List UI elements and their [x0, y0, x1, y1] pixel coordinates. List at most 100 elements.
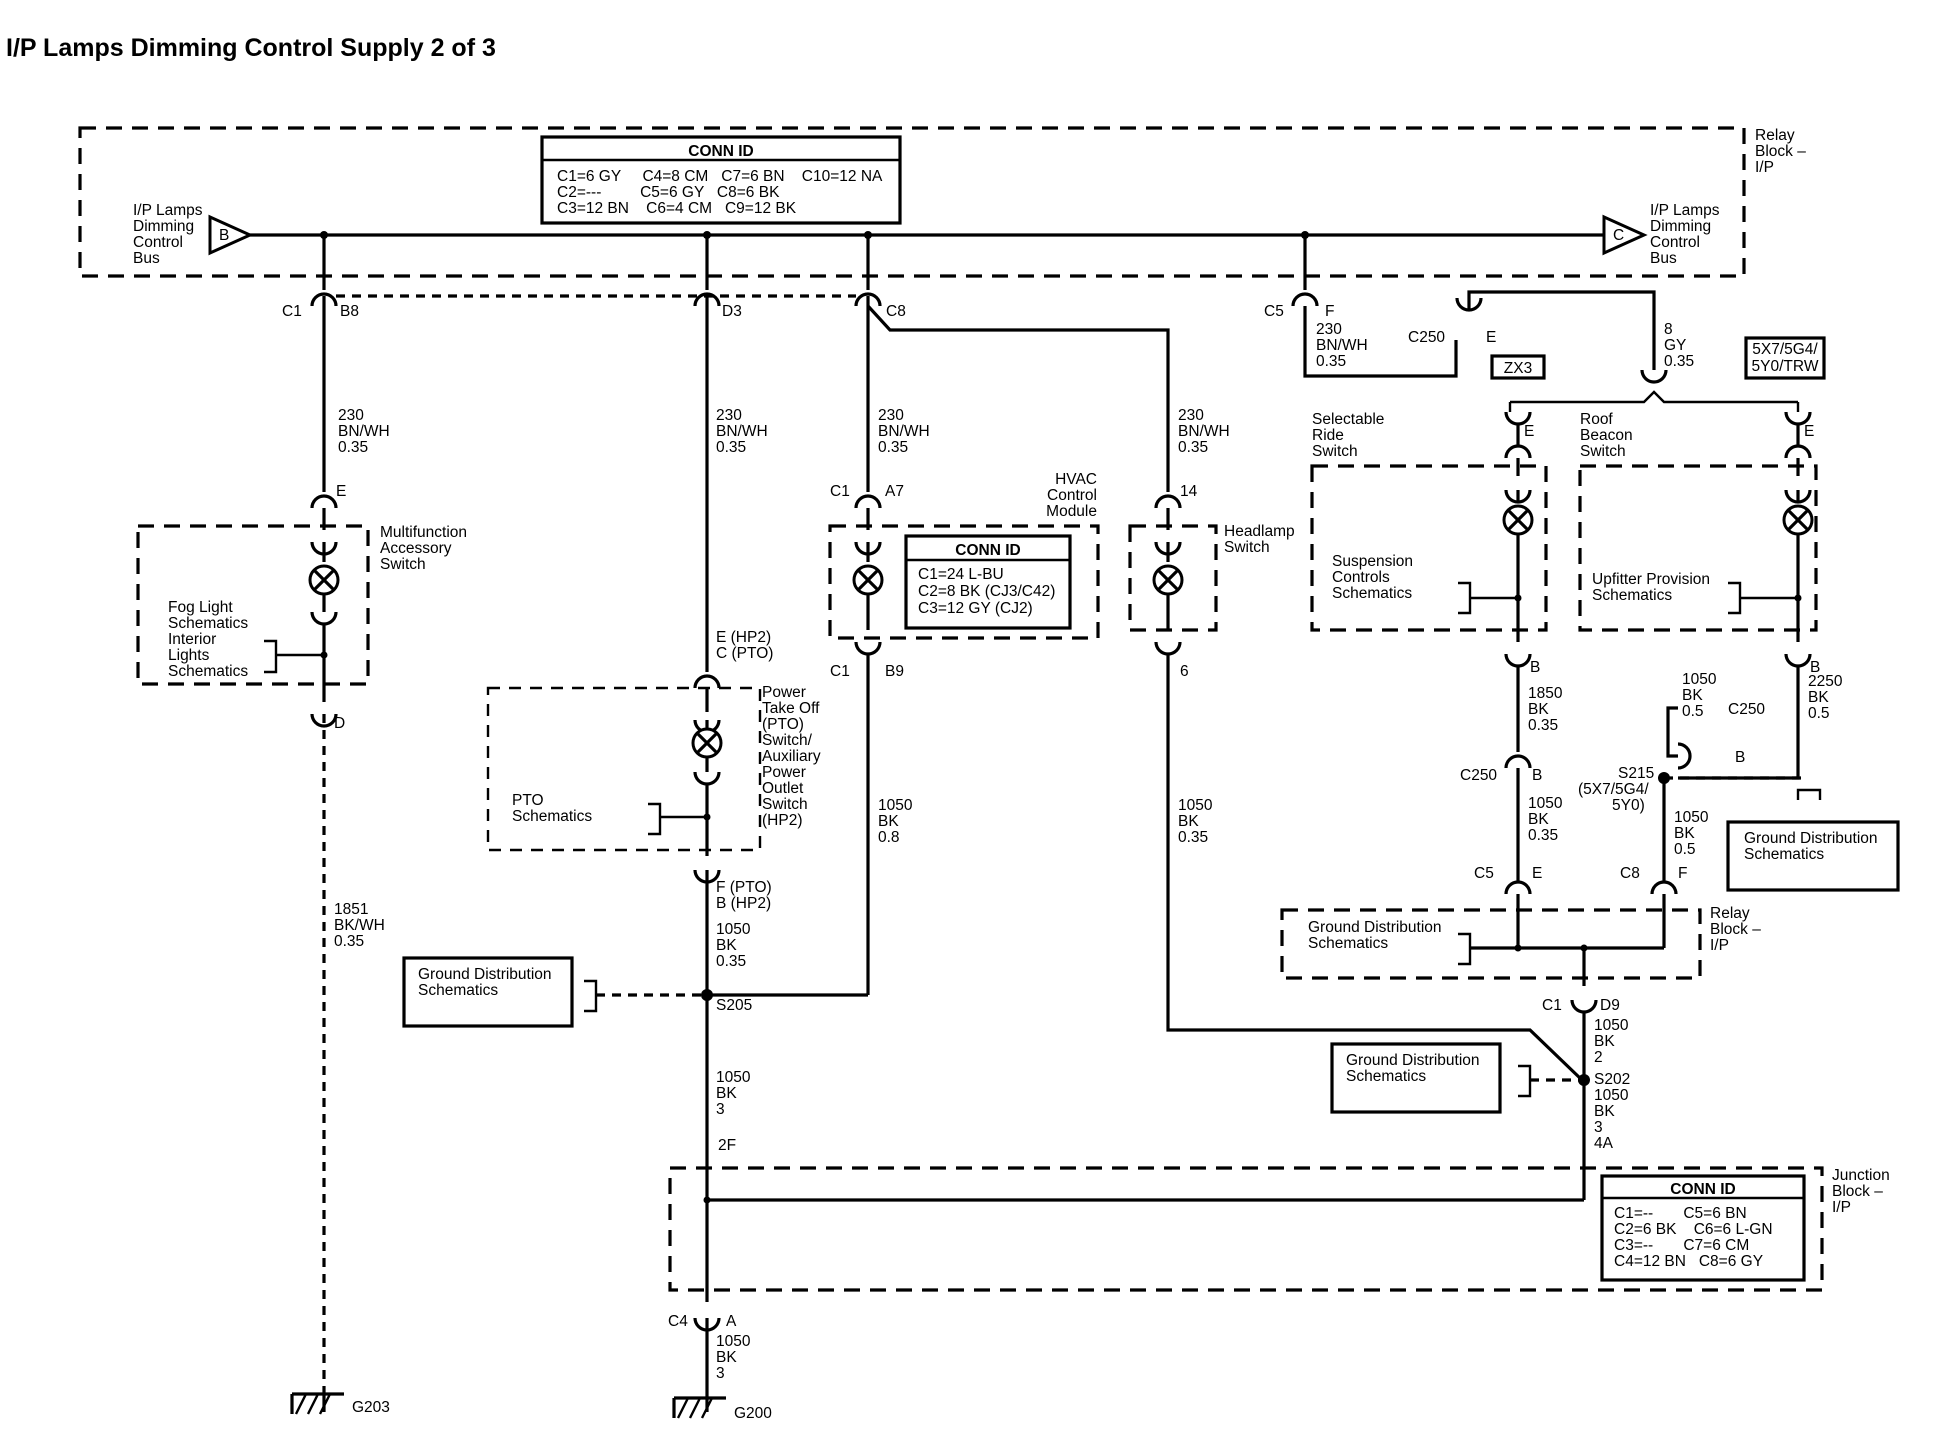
svg-text:B8: B8	[340, 303, 359, 320]
svg-text:BK: BK	[1594, 1103, 1615, 1120]
svg-text:Schematics: Schematics	[1346, 1068, 1426, 1085]
svg-text:B9: B9	[885, 663, 904, 680]
svg-text:Ground Distribution: Ground Distribution	[418, 966, 552, 983]
svg-text:Ground Distribution: Ground Distribution	[1346, 1052, 1480, 1069]
svg-text:1851: 1851	[334, 901, 368, 918]
svg-text:Schematics: Schematics	[418, 982, 498, 999]
svg-text:F (PTO): F (PTO)	[716, 879, 772, 896]
pto-switch: Power Take Off (PTO) Switch/ Auxiliary P…	[486, 684, 821, 852]
splice-labels: S205 S202 S215 (5X7/5G4/ 5Y0)	[716, 765, 1654, 1088]
svg-text:0.35: 0.35	[338, 439, 368, 456]
option-roof-line-2: 5Y0/TRW	[1752, 358, 1819, 375]
svg-text:Junction: Junction	[1832, 1167, 1890, 1184]
svg-text:Module: Module	[1046, 503, 1097, 520]
svg-text:Selectable: Selectable	[1312, 411, 1384, 428]
svg-text:Power: Power	[762, 684, 806, 701]
svg-text:0.35: 0.35	[1178, 439, 1208, 456]
svg-text:Switch: Switch	[1224, 539, 1270, 556]
pin-e-selectable: E	[1524, 423, 1534, 440]
svg-text:4A: 4A	[1594, 1135, 1614, 1152]
svg-text:14: 14	[1180, 483, 1198, 500]
svg-text:0.35: 0.35	[1316, 353, 1346, 370]
svg-text:0.5: 0.5	[1808, 705, 1830, 722]
svg-text:1050: 1050	[1528, 795, 1563, 812]
ground-g200-label: G200	[734, 1405, 772, 1422]
relay-block-label-3: I/P	[1755, 159, 1774, 176]
svg-text:1050: 1050	[716, 921, 751, 938]
svg-text:(HP2): (HP2)	[762, 812, 802, 829]
bus-left-label-3: Control	[133, 234, 183, 251]
svg-text:Control: Control	[1047, 487, 1097, 504]
svg-text:1850: 1850	[1528, 685, 1563, 702]
relay-block: Relay Block – I/P CONN ID C1=6 GY C4=8 C…	[78, 126, 1806, 290]
svg-text:3: 3	[1594, 1119, 1603, 1136]
relay-conn-id-row-2: C2=--- C5=6 GY C8=6 BK	[557, 184, 780, 201]
page-title: I/P Lamps Dimming Control Supply 2 of 3	[6, 34, 496, 62]
svg-text:C250: C250	[1460, 767, 1497, 784]
pto-schematics-label: PTO	[512, 792, 544, 809]
bus-left-label-1: I/P Lamps	[133, 202, 203, 219]
svg-text:I/P: I/P	[1832, 1199, 1851, 1216]
ground-g203-label: G203	[352, 1399, 390, 1416]
bus-right-label-4: Bus	[1650, 250, 1677, 267]
svg-text:C2=6 BK C6=6 L-GN: C2=6 BK C6=6 L-GN	[1614, 1221, 1773, 1238]
svg-text:Schematics: Schematics	[1744, 846, 1824, 863]
svg-text:Lights: Lights	[168, 647, 210, 664]
svg-text:Ground Distribution: Ground Distribution	[1744, 830, 1878, 847]
svg-text:C1: C1	[282, 303, 302, 320]
svg-text:1050: 1050	[878, 797, 913, 814]
svg-text:0.5: 0.5	[1674, 841, 1696, 858]
bus-right-label-3: Control	[1650, 234, 1700, 251]
bus-left-label-4: Bus	[133, 250, 160, 267]
pin-c1-d9: C1	[1542, 997, 1562, 1014]
svg-text:BK: BK	[716, 937, 737, 954]
junction-block: Junction Block – I/P CONN ID C1=-- C5=6 …	[668, 1166, 1890, 1292]
svg-text:HVAC: HVAC	[1055, 471, 1097, 488]
svg-text:8: 8	[1664, 321, 1673, 338]
svg-text:CONN ID: CONN ID	[1670, 1181, 1735, 1198]
svg-text:A: A	[726, 1313, 737, 1330]
svg-text:0.35: 0.35	[878, 439, 908, 456]
svg-text:1050: 1050	[1594, 1087, 1629, 1104]
svg-text:Switch: Switch	[380, 556, 426, 573]
svg-text:0.35: 0.35	[1528, 717, 1558, 734]
option-zx3: ZX3	[1490, 354, 1546, 380]
bus-right-label-1: I/P Lamps	[1650, 202, 1720, 219]
svg-text:Switch: Switch	[762, 796, 808, 813]
splice-s215-1: S215	[1618, 765, 1654, 782]
svg-text:C250: C250	[1408, 329, 1445, 346]
ground-distribution-3: Ground Distribution Schematics	[1726, 820, 1900, 892]
svg-text:BK: BK	[878, 813, 899, 830]
svg-text:230: 230	[1316, 321, 1342, 338]
svg-text:C4=12 BN C8=6 GY: C4=12 BN C8=6 GY	[1614, 1253, 1763, 1270]
svg-text:C4: C4	[668, 1313, 688, 1330]
junction-conn-id-box	[1600, 1174, 1806, 1282]
bus-left-label-2: Dimming	[133, 218, 194, 235]
svg-text:Relay: Relay	[1710, 905, 1750, 922]
svg-text:Switch: Switch	[1580, 443, 1626, 460]
svg-text:C8: C8	[886, 303, 906, 320]
svg-text:2250: 2250	[1808, 673, 1843, 690]
svg-text:Block –: Block –	[1710, 921, 1761, 938]
svg-text:E: E	[1486, 329, 1496, 346]
relay-block-small: Ground Distribution Schematics Relay Blo…	[1280, 905, 1761, 980]
svg-text:1050: 1050	[716, 1333, 751, 1350]
svg-text:Schematics: Schematics	[512, 808, 592, 825]
svg-text:BK: BK	[1682, 687, 1703, 704]
svg-text:Multifunction: Multifunction	[380, 524, 467, 541]
svg-text:Schematics: Schematics	[168, 663, 248, 680]
svg-text:C250: C250	[1728, 701, 1765, 718]
svg-text:Power: Power	[762, 764, 806, 781]
pin-b-c250c: B	[1735, 749, 1745, 766]
svg-text:Beacon: Beacon	[1580, 427, 1633, 444]
svg-text:230: 230	[716, 407, 742, 424]
svg-text:C3=12 GY (CJ2): C3=12 GY (CJ2)	[918, 600, 1033, 617]
svg-text:C (PTO): C (PTO)	[716, 645, 773, 662]
relay-conn-id-header: CONN ID	[688, 143, 753, 160]
svg-text:CONN ID: CONN ID	[955, 542, 1020, 559]
svg-text:D: D	[334, 715, 345, 732]
relay-conn-id-row-1: C1=6 GY C4=8 CM C7=6 BN C10=12 NA	[557, 168, 883, 185]
svg-text:1050: 1050	[1178, 797, 1213, 814]
bus-right-marker: C I/P Lamps Dimming Control Bus	[1602, 202, 1720, 267]
